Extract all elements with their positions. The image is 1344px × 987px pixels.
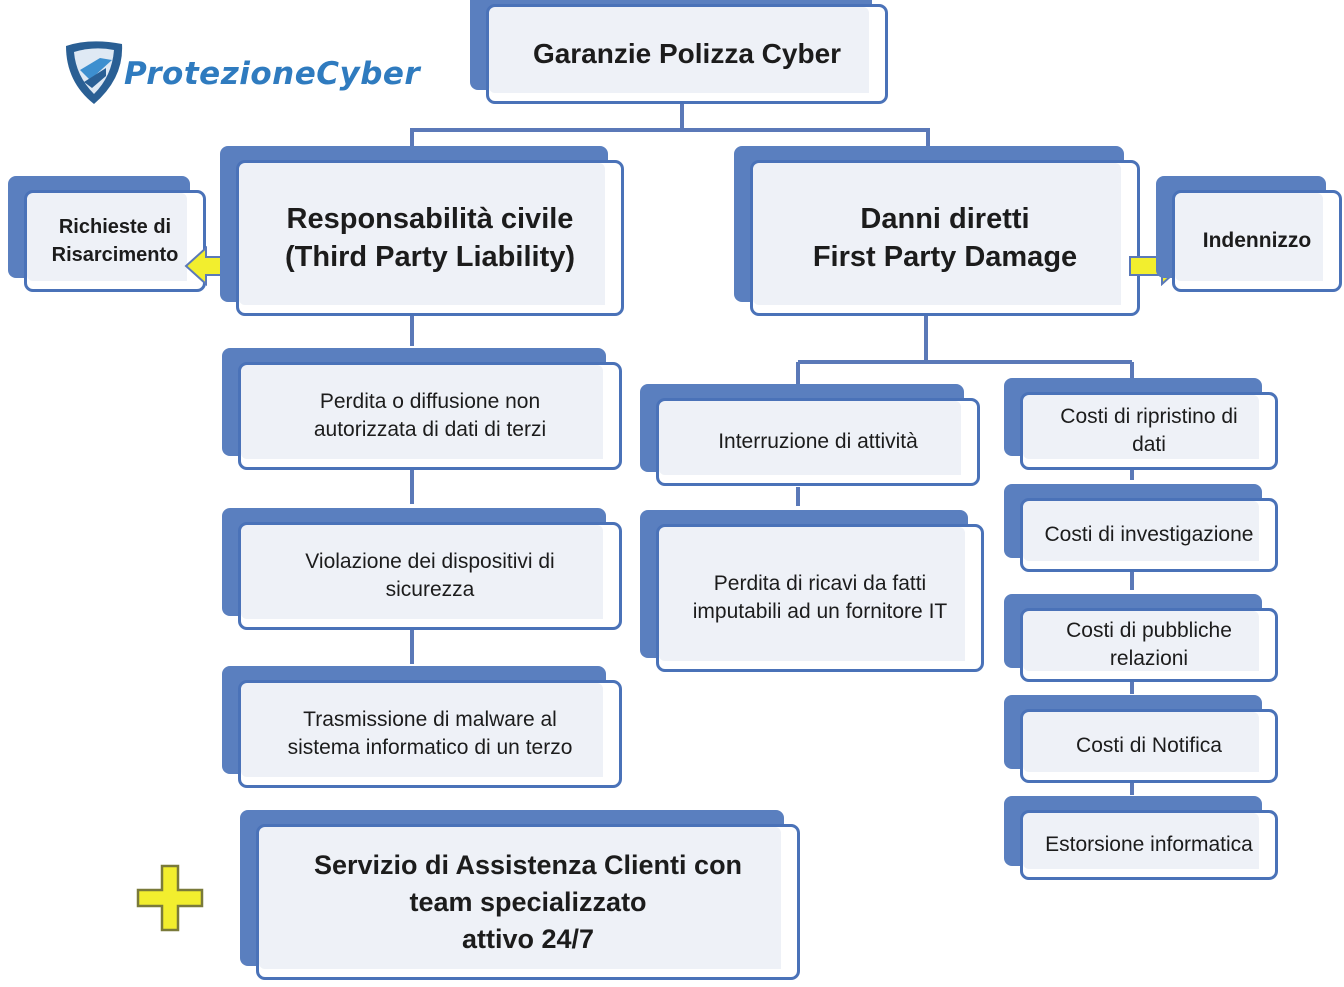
direct-line1: Danni diretti (860, 203, 1030, 235)
direct-damage-node: Danni diretti First Party Damage (734, 146, 1140, 316)
customer-service-node: Servizio di Assistenza Clienti con team … (240, 810, 800, 980)
liability-side-line1: Richieste di (58, 216, 172, 238)
liability-item-line1: Perdita o diffusione non (319, 390, 541, 413)
service-line1: Servizio di Assistenza Clienti con (313, 849, 743, 880)
liability-line2: (Third Party Liability) (284, 241, 576, 273)
direct-right-item-line2: relazioni (1109, 647, 1189, 670)
direct-left-item-line1: Interruzione di attività (718, 430, 918, 453)
direct-right-item-line1: Costi di pubbliche (1066, 619, 1232, 642)
liability-item-line2: sistema informatico di un terzo (287, 736, 573, 759)
brand-name: ProtezioneCyber (124, 56, 421, 92)
direct-right-item: Costi di investigazione (1004, 484, 1278, 572)
direct-left-item: Interruzione di attività (640, 384, 980, 486)
direct-left-item: Perdita di ricavi da fatti imputabili ad… (640, 510, 984, 672)
direct-right-item: Costi di pubbliche relazioni (1004, 594, 1278, 682)
liability-item-line1: Violazione dei dispositivi di (305, 550, 555, 573)
liability-side-line2: Risarcimento (51, 244, 179, 266)
liability-line1: Responsabilità civile (286, 203, 574, 235)
liability-item-line1: Trasmissione di malware al (303, 708, 557, 731)
direct-right-item-line1: Costi di Notifica (1076, 734, 1222, 757)
indemnity-node: Indennizzo (1156, 176, 1342, 292)
direct-right-item: Estorsione informatica (1004, 796, 1278, 880)
liability-item-line2: autorizzata di dati di terzi (313, 418, 547, 441)
direct-right-item: Costi di Notifica (1004, 695, 1278, 783)
liability-item: Trasmissione di malware al sistema infor… (222, 666, 622, 788)
indemnity-label: Indennizzo (1202, 229, 1312, 252)
plus-icon (136, 864, 204, 932)
root-title: Garanzie Polizza Cyber (532, 38, 842, 69)
direct-right-item-line2: dati (1132, 433, 1166, 456)
liability-item: Perdita o diffusione non autorizzata di … (222, 348, 622, 470)
direct-right-item: Costi di ripristino di dati (1004, 378, 1278, 470)
shield-icon (66, 41, 123, 104)
direct-left-item-line1: Perdita di ricavi da fatti (713, 572, 927, 595)
direct-right-item-line1: Estorsione informatica (1045, 833, 1253, 856)
liability-item: Violazione dei dispositivi di sicurezza (222, 508, 622, 630)
service-line2: team specializzato (409, 886, 647, 917)
service-line3: attivo 24/7 (461, 923, 595, 954)
direct-right-item-line1: Costi di ripristino di (1060, 405, 1238, 428)
direct-line2: First Party Damage (812, 241, 1078, 273)
root-node: Garanzie Polizza Cyber (470, 0, 888, 104)
liability-item-line2: sicurezza (385, 578, 475, 601)
liability-claims-node: Richieste di Risarcimento (8, 176, 206, 292)
direct-left-item-line2: imputabili ad un fornitore IT (692, 600, 948, 623)
liability-node: Responsabilità civile (Third Party Liabi… (220, 146, 624, 316)
direct-right-item-line1: Costi di investigazione (1044, 523, 1254, 546)
